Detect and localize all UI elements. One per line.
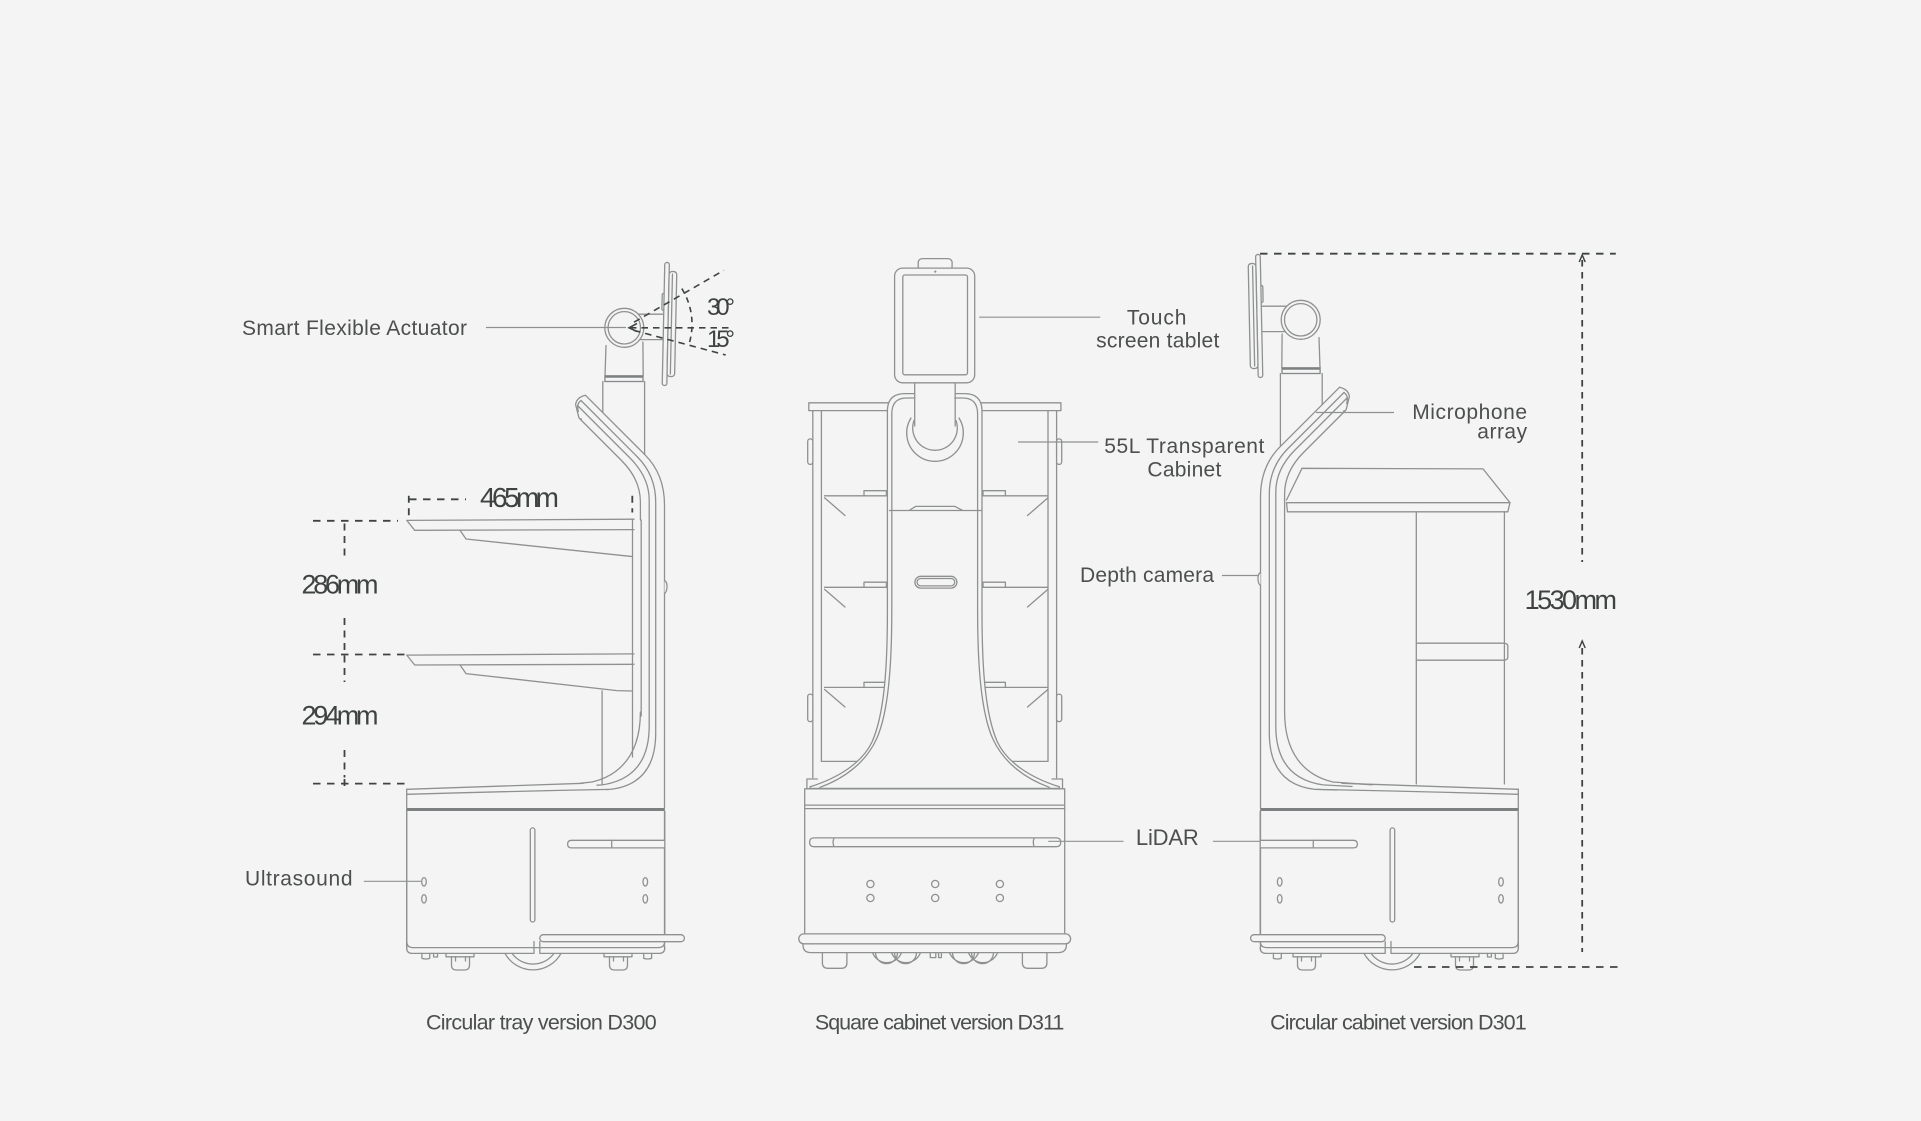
svg-text:15°: 15° — [707, 326, 735, 353]
svg-text:Microphone: Microphone — [1412, 401, 1527, 424]
svg-text:Square cabinet version D311: Square cabinet version D311 — [815, 1011, 1064, 1035]
svg-text:Circular tray version D300: Circular tray version D300 — [426, 1011, 657, 1035]
svg-text:screen tablet: screen tablet — [1096, 330, 1219, 353]
svg-text:Ultrasound: Ultrasound — [245, 868, 353, 891]
svg-text:286mm: 286mm — [302, 570, 379, 600]
svg-text:array: array — [1477, 421, 1527, 444]
svg-text:Depth camera: Depth camera — [1080, 564, 1214, 587]
svg-text:Circular cabinet version D301: Circular cabinet version D301 — [1270, 1011, 1527, 1035]
svg-text:294mm: 294mm — [302, 701, 379, 731]
svg-text:Touch: Touch — [1127, 307, 1187, 330]
svg-text:Cabinet: Cabinet — [1147, 459, 1221, 482]
svg-text:Smart Flexible Actuator: Smart Flexible Actuator — [242, 317, 467, 340]
svg-text:30°: 30° — [707, 294, 735, 321]
svg-text:465mm: 465mm — [480, 482, 559, 513]
svg-text:55L Transparent: 55L Transparent — [1104, 435, 1264, 458]
svg-text:1530mm: 1530mm — [1525, 585, 1617, 615]
svg-text:LiDAR: LiDAR — [1136, 825, 1199, 850]
